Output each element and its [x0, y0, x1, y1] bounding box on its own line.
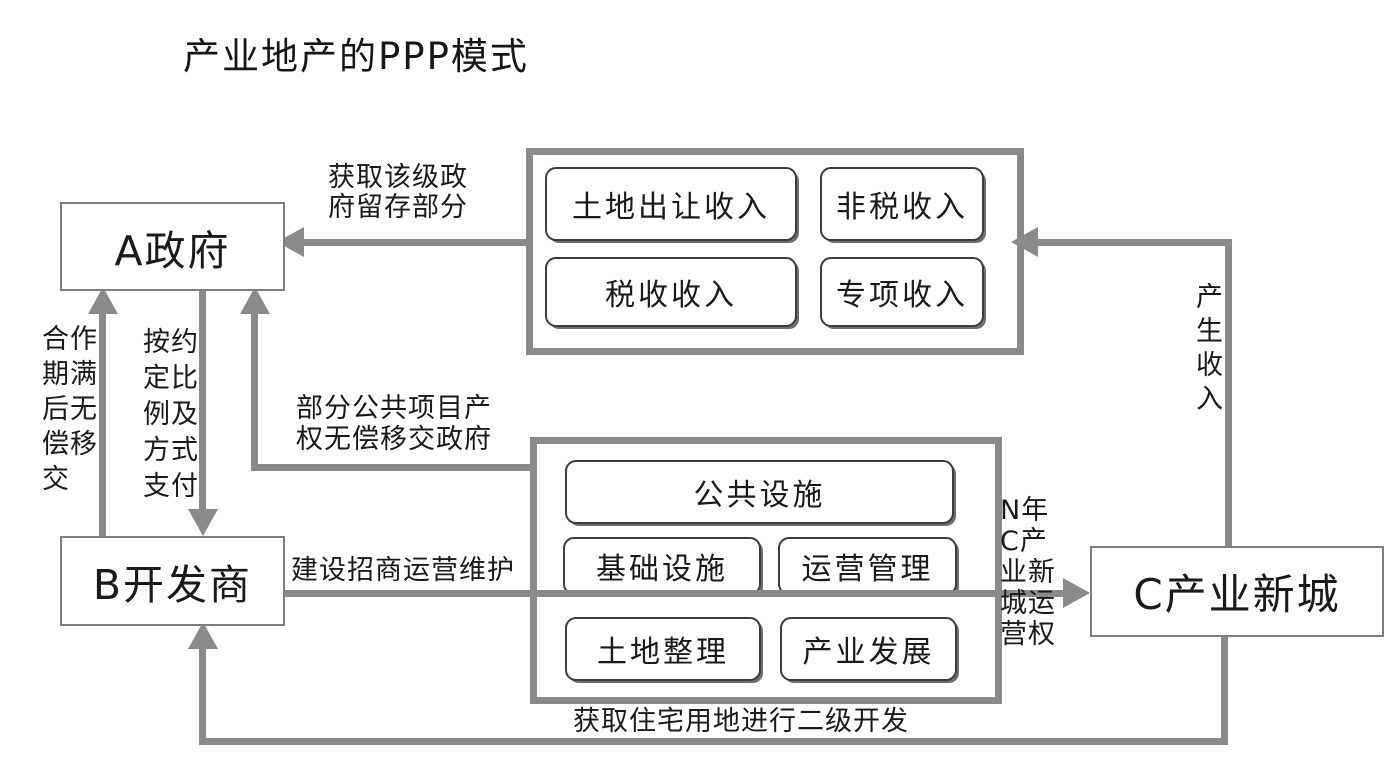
arrow-new-city-to-developer-bottom-line — [199, 738, 1228, 745]
arrow-new-city-to-developer-right-vertical-line — [1221, 633, 1228, 745]
work-item-infrastructure: 基础设施 — [563, 537, 761, 595]
work-item-industry-development: 产业发展 — [780, 617, 957, 681]
arrow-developer-to-new-city-line — [281, 590, 1066, 597]
node-government-box: A政府 — [60, 202, 285, 291]
income-item-land-sale-revenue: 土地出让收入 — [545, 167, 797, 241]
arrow-new-city-to-income-arrowhead-icon — [1011, 227, 1038, 257]
income-group-container: 土地出让收入 非税收入 税收收入 专项收入 — [526, 148, 1024, 355]
node-developer-box: B开发商 — [60, 536, 285, 626]
arrow-new-city-to-income-vertical-line — [1225, 242, 1232, 546]
label-n-year-operating-rights: N年 C产 业新 城运 营权 — [1000, 495, 1056, 650]
arrow-public-assets-to-government-vertical-line — [251, 309, 258, 471]
label-cooperation-term-handover: 合作 期满 后无 偿移 交 — [42, 324, 98, 495]
arrow-income-to-government-line — [298, 239, 526, 246]
arrow-developer-to-new-city-arrowhead-icon — [1063, 578, 1090, 608]
label-residential-land-secondary-development: 获取住宅用地进行二级开发 — [573, 706, 909, 737]
diagram-title: 产业地产的PPP模式 — [183, 35, 529, 78]
arrow-government-to-developer-payment-arrowhead-icon — [188, 509, 218, 536]
income-item-non-tax-revenue: 非税收入 — [820, 167, 984, 241]
work-item-operation-management: 运营管理 — [778, 537, 957, 595]
label-government-retained-share: 获取该级政 府留存部分 — [328, 162, 468, 223]
label-generate-income: 产 生 收 入 — [1196, 282, 1224, 415]
arrow-developer-to-government-handover-line — [99, 310, 106, 537]
node-new-city-box: C产业新城 — [1090, 546, 1384, 637]
work-item-land-consolidation: 土地整理 — [565, 617, 761, 681]
income-item-special-revenue: 专项收入 — [820, 257, 984, 327]
arrow-new-city-to-income-horizontal-line — [1034, 239, 1232, 246]
label-build-invite-operate-maintain: 建设招商运营维护 — [291, 555, 515, 586]
label-public-asset-transfer: 部分公共项目产 权无偿移交政府 — [296, 393, 492, 455]
arrow-public-assets-to-government-horizontal-line — [251, 464, 530, 471]
arrow-developer-to-government-handover-arrowhead-icon — [88, 287, 118, 314]
arrow-new-city-to-developer-arrowhead-icon — [188, 622, 218, 649]
label-payment-by-agreed-ratio: 按约 定比 例及 方式 支付 — [143, 327, 199, 502]
arrow-new-city-to-developer-left-vertical-line — [199, 646, 206, 745]
income-item-tax-revenue: 税收收入 — [545, 257, 797, 327]
work-item-public-facilities: 公共设施 — [565, 460, 954, 524]
arrow-government-to-developer-payment-line — [199, 288, 206, 512]
arrow-public-assets-to-government-arrowhead-icon — [240, 287, 270, 314]
work-group-container: 公共设施 基础设施 运营管理 土地整理 产业发展 — [530, 437, 1002, 704]
